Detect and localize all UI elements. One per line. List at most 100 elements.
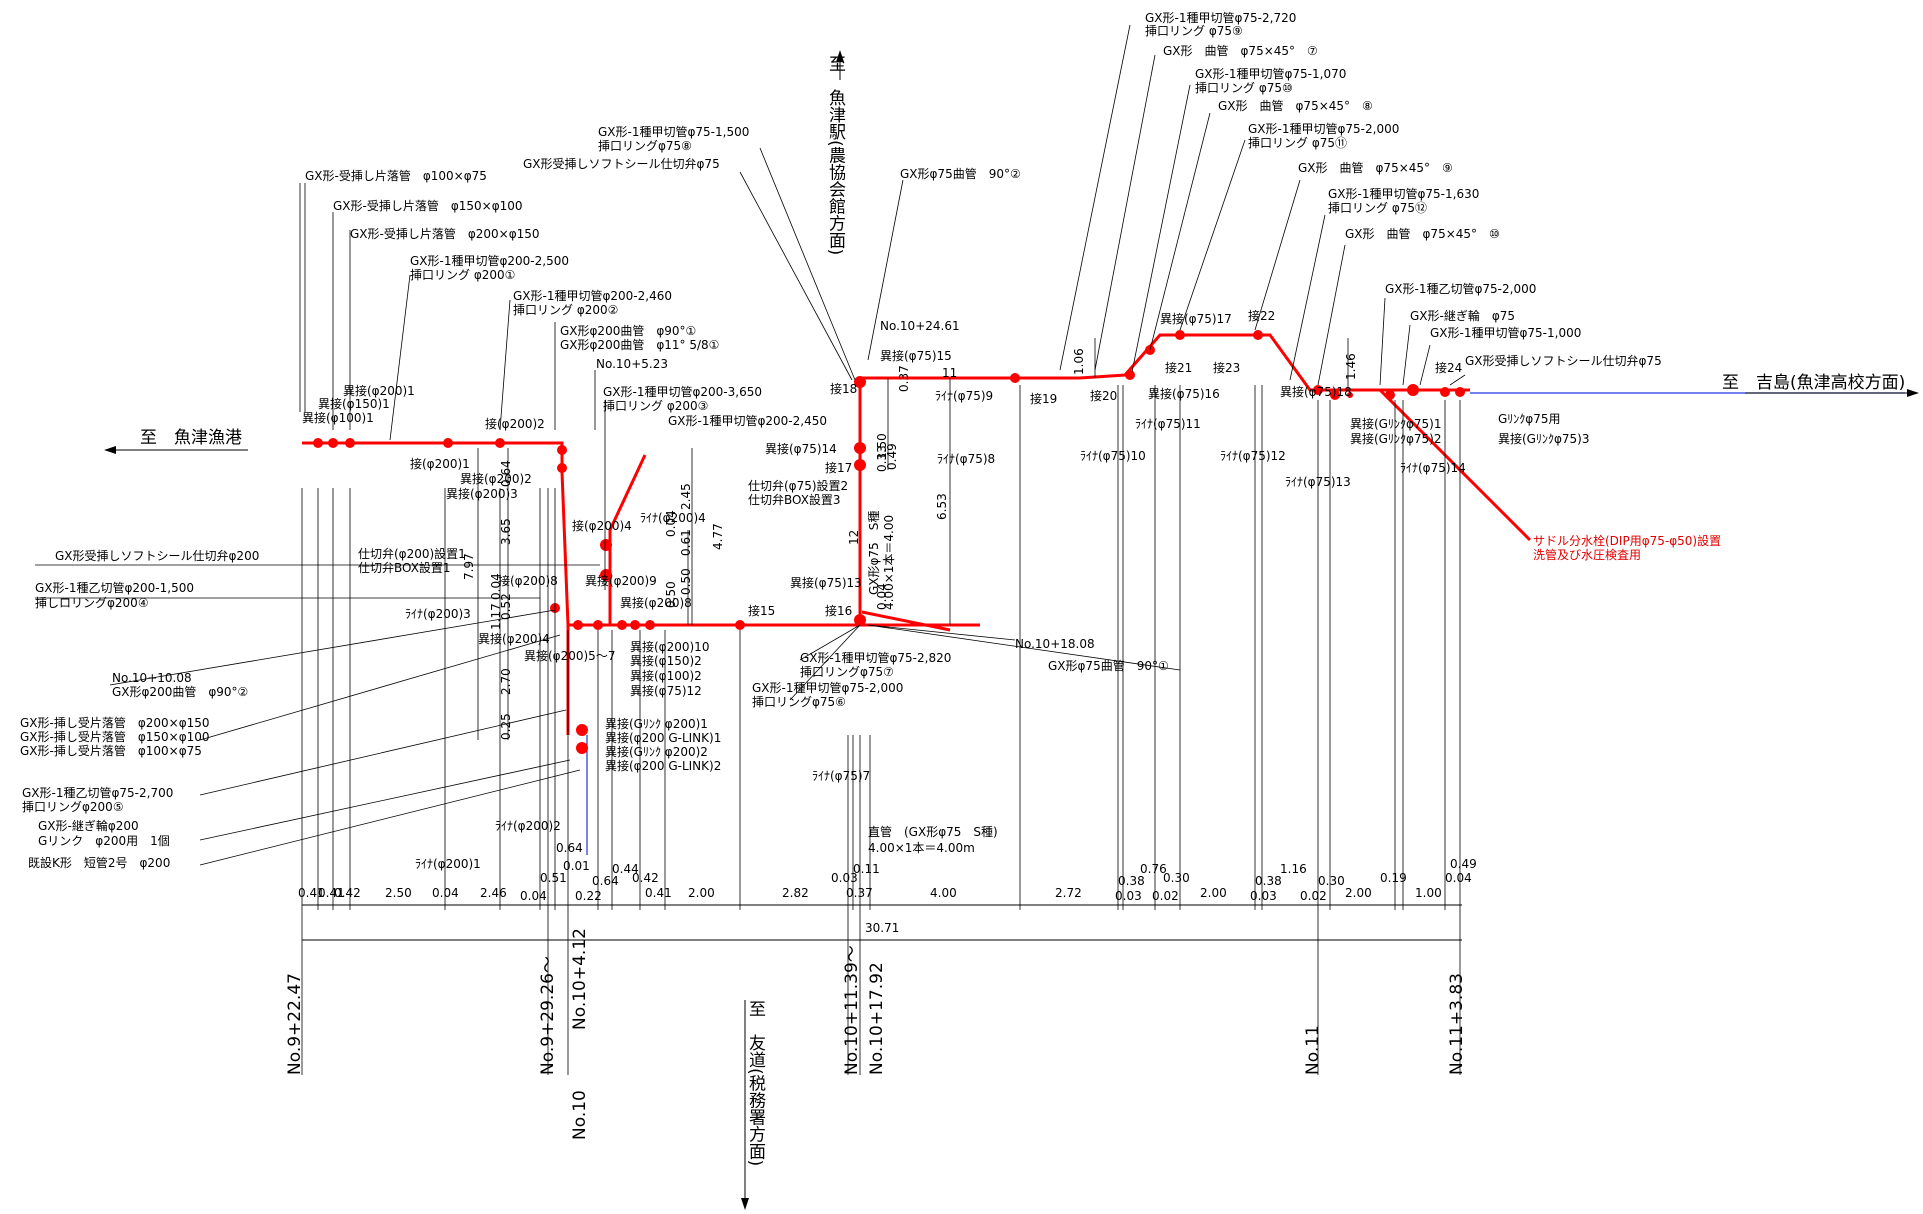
callout: 既設K形 短管2号 φ200	[28, 855, 170, 870]
dim-label: 0.44	[612, 862, 639, 876]
dim-label: 0.42	[632, 871, 659, 885]
callout: GX形-1種甲切管φ75-2,000	[1248, 121, 1399, 136]
station-label: No.10	[570, 1090, 590, 1140]
callout: GX形φ75曲管 90°②	[900, 166, 1021, 181]
dim-label: 0.76	[1140, 862, 1167, 876]
dim-label: 0.49	[1450, 857, 1477, 871]
callout: GX形-1種乙切管φ200-1,500	[35, 580, 194, 595]
direction-west: 至 魚津漁港	[140, 428, 242, 448]
joint-label: 接(φ200)4	[572, 518, 632, 533]
dim-label: 0.42	[334, 886, 361, 900]
dim-label: 2.00	[1200, 886, 1227, 900]
callout: GX形 曲管 φ75×45° ⑨	[1298, 160, 1453, 175]
callout: 挿口リング φ75⑪	[1248, 136, 1347, 150]
joint-label: ﾗｲﾅ(φ200)2	[495, 819, 561, 833]
station-label: No.11+3.83	[1447, 973, 1467, 1075]
station-labels: No.9+22.47 No.9+29.26〜 No.10 No.10+4.12 …	[285, 928, 1467, 1140]
joint-label: 異接(φ200)8	[620, 595, 692, 610]
vdim-label: 1.46	[1344, 353, 1358, 380]
dim-label: 0.41	[318, 886, 345, 900]
joint-label: 接24	[1435, 360, 1462, 375]
joint-label: 異接(φ75)14	[765, 441, 837, 456]
callout: GX形-1種甲切管φ200-3,650	[603, 384, 762, 399]
joint-label: 接19	[1030, 391, 1057, 406]
vdim-label: 0.04	[489, 573, 503, 600]
callout: GX形受挿しソフトシール仕切弁φ200	[55, 548, 259, 563]
joint-label: ﾗｲﾅ(φ75)7	[812, 769, 870, 783]
joint-label: 異接(φ200)2	[460, 471, 532, 486]
callout: GX形-1種甲切管φ75-1,070	[1195, 66, 1346, 81]
vdim-label: 0.64	[499, 460, 513, 487]
joint-label: 接20	[1090, 388, 1117, 403]
joint-label: 接(φ200)8	[498, 573, 558, 588]
callout: GX形-挿し受片落管 φ200×φ150	[20, 715, 210, 730]
joint-label: 異接(φ75)15	[880, 348, 952, 363]
joint-label: 仕切弁(φ200)設置1	[358, 546, 466, 561]
joint-label: ﾗｲﾅ(φ75)9	[935, 389, 993, 403]
joint-label: ﾗｲﾅ(φ75)10	[1080, 449, 1146, 463]
callout: GX形-継ぎ輪 φ75	[1410, 308, 1515, 323]
joint-label: ﾗｲﾅ(φ75)8	[937, 452, 995, 466]
joint-label: 異接(φ150)2	[630, 653, 702, 668]
reference-lines	[301, 385, 1462, 1075]
dim-label: 0.51	[540, 871, 567, 885]
callout: GX形φ200曲管 φ90°①	[560, 323, 696, 338]
joint-label: 異接(φ75)17	[1160, 311, 1232, 326]
callout: GX形-挿し受片落管 φ150×φ100	[20, 729, 210, 744]
joint-label: 接(φ200)1	[410, 456, 470, 471]
vdim-label: 11	[942, 366, 957, 380]
callout: No.10+10.08	[112, 671, 192, 685]
callout: No.10+5.23	[596, 357, 668, 371]
joint-label: 異接(φ100)2	[630, 668, 702, 683]
dim-label: 2.72	[1055, 886, 1082, 900]
leader-lines	[35, 24, 1466, 866]
dim-label: 0.37	[846, 886, 873, 900]
dim-label: 0.41	[298, 886, 325, 900]
vdim-label: 0.61	[679, 529, 693, 556]
bottom-dimensions: 0.41 0.41 0.42 2.50 0.04 2.46 0.04 0.22 …	[298, 841, 1477, 935]
joint-labels: 異接(φ200)1 異接(φ150)1 異接(φ100)1 接(φ200)2 接…	[302, 308, 1589, 871]
joint-label: 仕切弁BOX設置3	[748, 492, 841, 507]
joint-label: 異接(Gﾘﾝｸφ75)3	[1498, 431, 1589, 446]
vdim-label: 0.04	[664, 510, 678, 537]
callout: 挿口リング φ75⑨	[1145, 24, 1243, 38]
direction-east: 至 吉島(魚津高校方面)	[1722, 373, 1905, 393]
joint-label: 接22	[1248, 308, 1275, 323]
callout: GX形 曲管 φ75×45° ⑩	[1345, 226, 1500, 241]
dim-label: 0.22	[575, 889, 602, 903]
callout: GX形-継ぎ輪φ200	[38, 818, 139, 833]
callout: 挿口リング φ200②	[513, 303, 618, 317]
vdim-label: 0.04	[875, 583, 889, 610]
dim-label: 0.64	[556, 841, 583, 855]
dim-label: 0.19	[1380, 871, 1407, 885]
vdim-label: 12	[847, 530, 861, 545]
callout: GX形-1種甲切管φ75-2,720	[1145, 10, 1296, 25]
callout: No.10+24.61	[880, 319, 960, 333]
dim-label: 0.30	[1318, 874, 1345, 888]
dim-label: 0.38	[1118, 874, 1145, 888]
dim-label: 0.04	[520, 889, 547, 903]
vdim-label: 0.52	[499, 593, 513, 620]
vdim-label: 0.25	[499, 713, 513, 740]
station-label: No.11	[1303, 1025, 1323, 1075]
callout: 4.00×1本＝4.00m	[868, 841, 975, 855]
dim-label: 0.38	[1255, 874, 1282, 888]
dim-label: 2.00	[1345, 886, 1372, 900]
joint-label: ﾗｲﾅ(φ75)13	[1285, 475, 1351, 489]
joint-label: 接23	[1213, 360, 1240, 375]
callout: GX形φ200曲管 φ11° 5/8①	[560, 337, 719, 352]
direction-south: 至 友道(税務署方面)	[745, 1000, 766, 1166]
vdim-label: 4.77	[711, 523, 725, 550]
joint-label: 仕切弁(φ75)設置2	[748, 478, 848, 493]
vdim-label: 1.17	[489, 603, 503, 630]
vdim-label: 0.33	[875, 445, 889, 472]
vdim-label: 0.37	[897, 365, 911, 392]
callout: 挿口リング φ200①	[410, 268, 515, 282]
vdim-label: 3.65	[499, 518, 513, 545]
callout: 挿口リング φ200③	[603, 399, 708, 413]
callout: 挿口リングφ75⑥	[752, 695, 846, 709]
callout: GX形φ75曲管 90°①	[1048, 658, 1169, 673]
station-label: No.10+11.39〜	[842, 945, 862, 1075]
vdim-label: 1.06	[1072, 348, 1086, 375]
